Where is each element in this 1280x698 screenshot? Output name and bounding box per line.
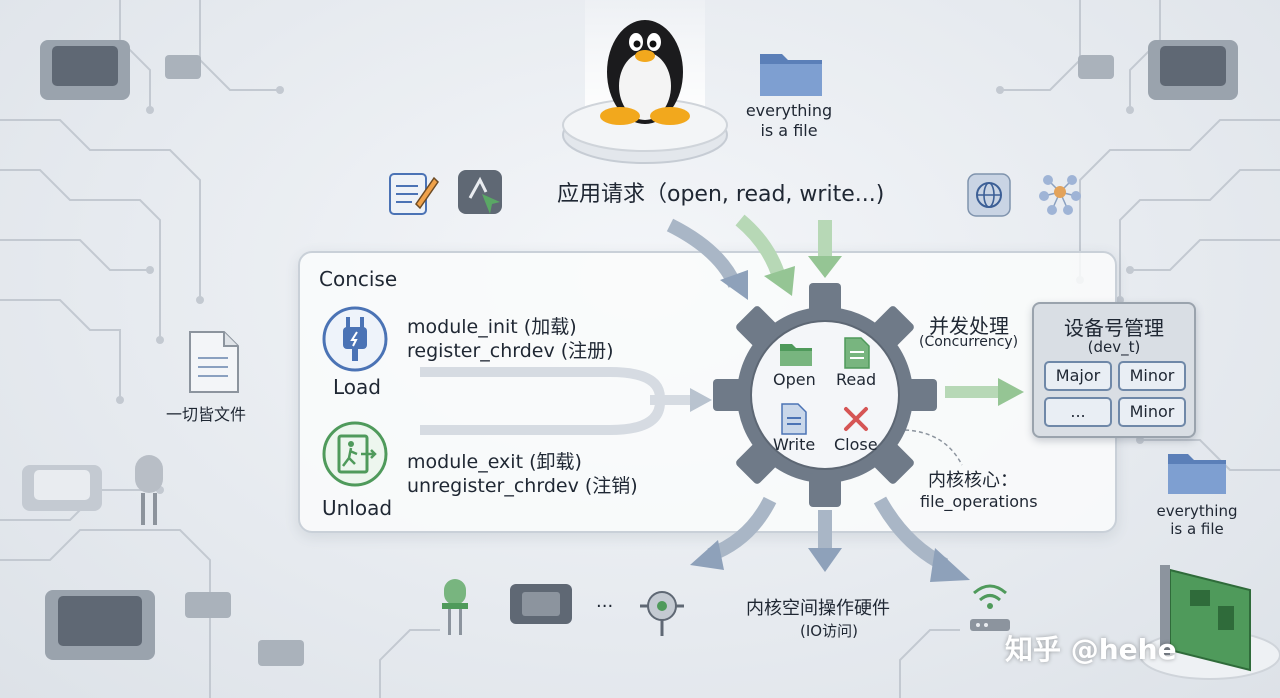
hardware-io-subtitle: (IO访问) [800,622,858,640]
register-chrdev-text: register_chrdev (注册) [407,340,614,362]
kernel-core-subtitle: file_operations [920,492,1038,511]
app-request-label: 应用请求（open, read, write...) [557,182,885,207]
document-icon [189,331,239,393]
notepad-icon [389,173,439,215]
led-icon [442,579,468,635]
write-label: Write [773,435,816,454]
folder-icon [760,54,822,96]
concurrency-title: 并发处理 [929,314,1009,338]
device-number-subtitle: (dev_t) [1087,338,1141,356]
ellipsis-cell: ... [1044,397,1112,427]
folder-icon-right [1168,454,1226,494]
device-number-title: 设备号管理 [1064,316,1164,340]
read-document-icon [844,337,870,369]
chip-icon [510,584,572,624]
kernel-core-title: 内核核心： [928,470,1018,491]
led-decoration [135,455,163,525]
watermark: 知乎 @hehe [1005,633,1177,666]
load-label: Load [333,375,381,399]
open-label: Open [773,370,816,389]
chip-decoration-top-right [1148,40,1238,100]
close-x-icon [844,407,868,431]
write-document-icon [781,403,807,435]
wifi-router-icon [970,584,1010,631]
network-nodes-icon [1039,175,1081,215]
close-label: Close [834,435,878,454]
minor-cell-2: Minor [1118,397,1186,427]
unload-label: Unload [322,496,393,520]
major-cell: Major [1044,361,1112,391]
exit-icon [322,421,388,487]
open-folder-icon [780,344,812,366]
plug-icon [322,306,388,372]
chip-decoration-left-mid [22,465,102,511]
gear-icon [713,283,937,507]
module-exit-text: module_exit (卸载) [407,451,582,473]
everything-is-a-file-cn: 一切皆文件 [166,405,247,424]
app-cursor-icon [458,170,502,214]
hardware-ellipsis: ... [596,591,614,612]
everything-is-a-file-label: everything is a file [745,101,833,140]
device-number-box: 设备号管理 (dev_t) Major Minor ... Minor [1032,302,1196,438]
minor-cell: Minor [1118,361,1186,391]
concise-label: Concise [319,267,398,291]
concurrency-subtitle: (Concurrency) [919,334,1019,350]
hardware-io-title: 内核空间操作硬件 [746,598,890,619]
unregister-chrdev-text: unregister_chrdev (注销) [407,475,638,497]
module-init-text: module_init (加载) [407,316,577,338]
linux-penguin-icon [562,0,728,164]
everything-is-a-file-right-label: everything is a file [1156,502,1238,538]
circuit-board-icon [1139,565,1280,680]
globe-icon [967,173,1011,217]
read-label: Read [836,370,877,389]
sensor-icon [640,591,684,636]
chip-decoration-bottom-left [45,590,155,660]
chip-decoration-top-left [40,40,130,100]
